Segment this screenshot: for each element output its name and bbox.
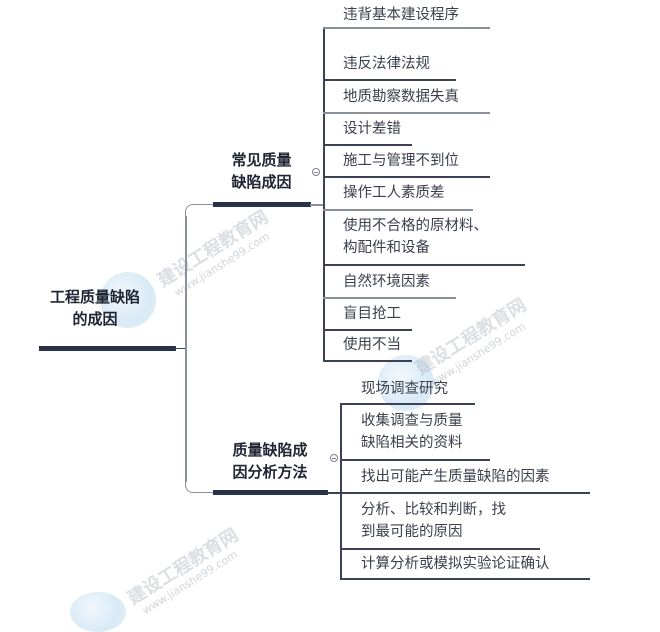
leaf-underline (323, 264, 525, 266)
root-label-line2: 的成因 (72, 310, 118, 328)
branch-node-common-causes[interactable]: 常见质量 缺陷成因 (213, 149, 310, 193)
leaf-line1: 收集调查与质量 (361, 413, 463, 429)
branch-label-line1: 质量缺陷成 (232, 441, 308, 459)
leaf-item[interactable]: 施工与管理不到位 (343, 153, 459, 169)
leaf-item[interactable]: 设计差错 (343, 121, 401, 137)
leaf-item[interactable]: 自然环境因素 (343, 274, 430, 290)
leaf-underline (323, 329, 412, 331)
branch-connector-top (185, 204, 215, 218)
leaf-connector-vertical (323, 28, 325, 361)
branch-connector-bottom (185, 480, 215, 493)
branch-connector (310, 204, 324, 206)
leaf-line1: 分析、比较和判断，找 (361, 502, 506, 518)
leaf-item[interactable]: 分析、比较和判断，找 到最可能的原因 (361, 499, 506, 543)
leaf-underline (323, 360, 412, 362)
branch-underline (213, 490, 328, 495)
branch-connector-vertical (185, 216, 187, 482)
leaf-line2: 缺陷相关的资料 (361, 435, 463, 451)
collapse-toggle-icon[interactable] (312, 168, 320, 176)
branch-connector (327, 492, 341, 494)
leaf-connector-vertical (340, 403, 342, 579)
root-label-line1: 工程质量缺陷 (49, 288, 140, 306)
branch-label-line1: 常见质量 (231, 151, 292, 169)
leaf-underline (340, 492, 590, 494)
leaf-item[interactable]: 盲目抢工 (343, 306, 401, 322)
leaf-line1: 使用不合格的原材料、 (343, 218, 488, 234)
leaf-item[interactable]: 使用不当 (343, 337, 401, 353)
leaf-underline (340, 403, 475, 405)
branch-underline (213, 202, 311, 207)
leaf-underline (323, 176, 490, 178)
leaf-underline (323, 297, 456, 299)
leaf-item[interactable]: 现场调查研究 (361, 381, 448, 397)
leaf-underline (323, 112, 490, 114)
leaf-line2: 到最可能的原因 (361, 524, 463, 540)
root-underline (39, 346, 176, 351)
leaf-underline (323, 209, 473, 211)
leaf-item[interactable]: 违反法律法规 (343, 56, 430, 72)
branch-label-line2: 缺陷成因 (231, 173, 292, 191)
leaf-underline (340, 459, 490, 461)
leaf-item[interactable]: 计算分析或模拟实验论证确认 (361, 556, 550, 572)
leaf-underline (340, 548, 540, 550)
leaf-item[interactable]: 操作工人素质差 (343, 185, 445, 201)
root-node[interactable]: 工程质量缺陷 的成因 (30, 286, 160, 330)
root-connector (175, 347, 186, 349)
branch-label-line2: 因分析方法 (232, 463, 308, 481)
leaf-line2: 构配件和设备 (343, 240, 430, 256)
leaf-underline (323, 144, 412, 146)
leaf-underline (340, 578, 590, 580)
leaf-item[interactable]: 收集调查与质量 缺陷相关的资料 (361, 410, 463, 454)
leaf-item[interactable]: 违背基本建设程序 (343, 7, 459, 23)
leaf-underline (323, 79, 456, 81)
watermark-logo (70, 592, 126, 632)
leaf-item[interactable]: 地质勘察数据失真 (343, 89, 459, 105)
leaf-item[interactable]: 使用不合格的原材料、 构配件和设备 (343, 215, 488, 259)
watermark-logo (100, 272, 156, 328)
watermark-logo (378, 355, 434, 411)
branch-node-analysis-methods[interactable]: 质量缺陷成 因分析方法 (213, 439, 327, 483)
collapse-toggle-icon[interactable] (330, 454, 338, 462)
leaf-item[interactable]: 找出可能产生质量缺陷的因素 (361, 469, 550, 485)
leaf-underline (323, 27, 490, 29)
